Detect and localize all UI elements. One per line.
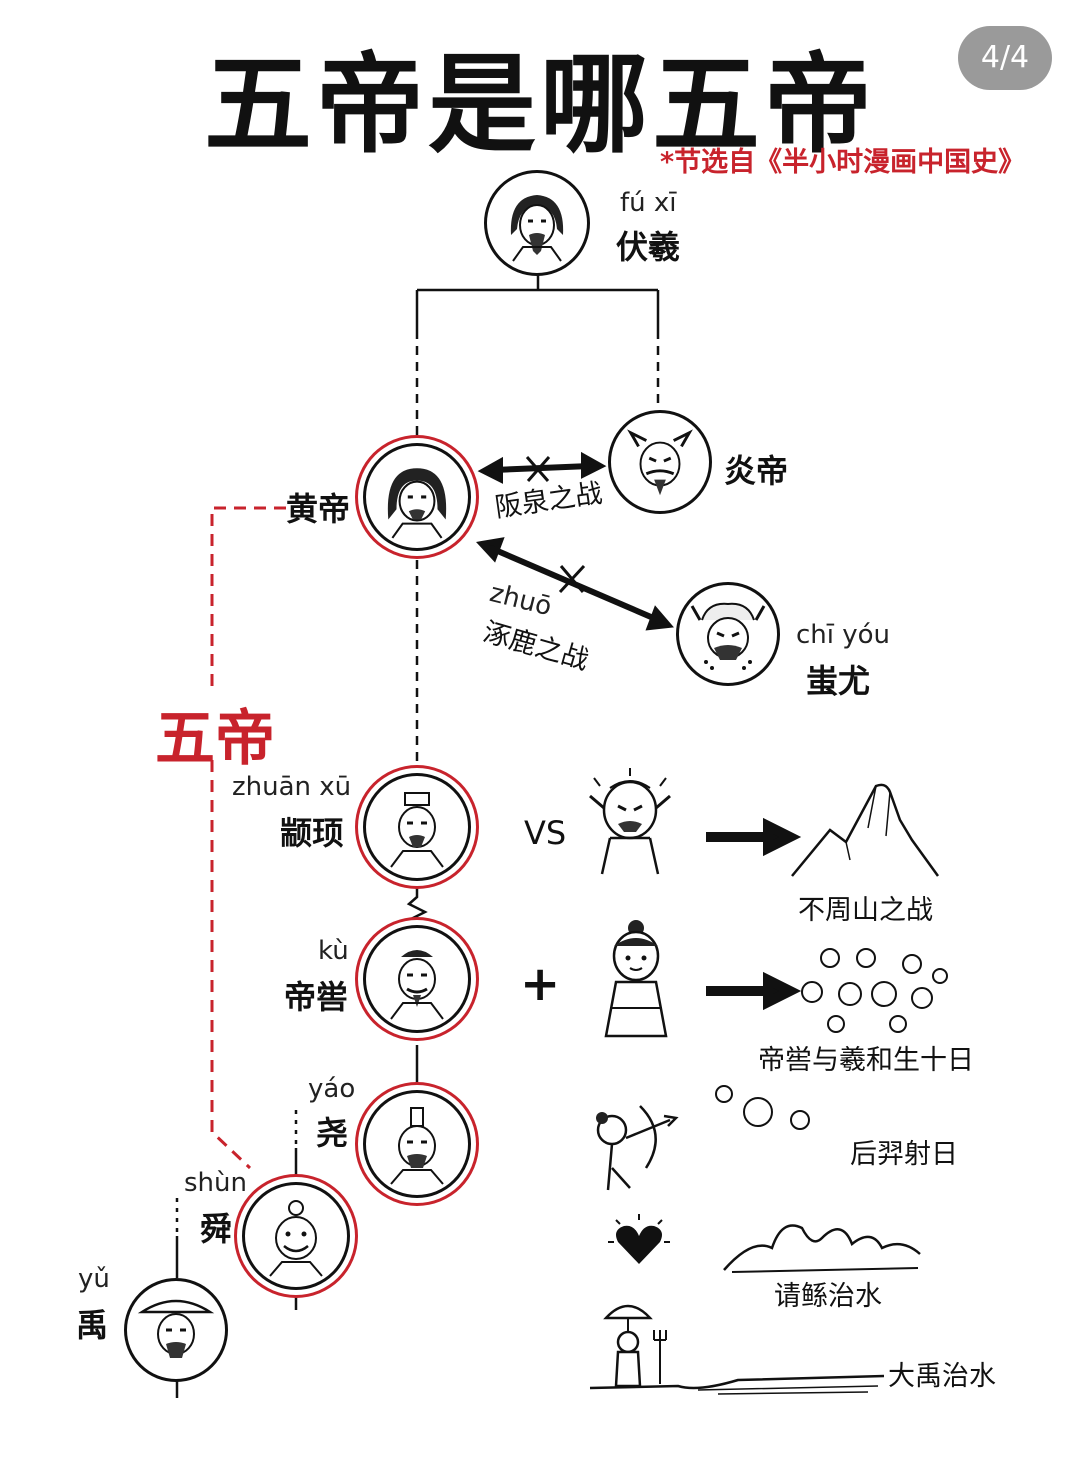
chiyou-face-icon — [690, 602, 766, 670]
ku-portrait — [363, 925, 471, 1033]
huangdi-portrait — [363, 443, 471, 551]
bow-icon — [596, 1105, 679, 1191]
chiyou-portrait — [676, 582, 780, 686]
chiyou-name: 蚩尤 — [806, 662, 871, 700]
sun-icon — [801, 948, 948, 1033]
xihe-figure-icon — [604, 920, 668, 1038]
yu-face-icon — [137, 1299, 215, 1358]
yao-pinyin: yáo — [308, 1074, 356, 1104]
huangdi-name: 黄帝 — [286, 490, 351, 528]
gonggong-figure-icon — [589, 768, 671, 875]
fuxi-portrait — [484, 170, 590, 276]
yu-name: 禹 — [76, 1306, 109, 1344]
yandi-name: 炎帝 — [724, 452, 789, 490]
shun-portrait — [242, 1182, 350, 1290]
ku-face-icon — [390, 950, 444, 1020]
plus-label: + — [520, 956, 561, 1012]
shun-face-icon — [269, 1200, 323, 1277]
yandi-portrait — [608, 410, 712, 514]
fuxi-name: 伏羲 — [616, 228, 681, 266]
yao-name: 尧 — [316, 1114, 349, 1152]
page-indicator: 4/4 — [958, 26, 1052, 90]
wave-icon — [723, 1224, 921, 1273]
ku-pinyin: kù — [318, 936, 349, 966]
yu-portrait — [124, 1278, 228, 1382]
page-title: 五帝是哪五帝 — [203, 43, 876, 168]
chiyou-pinyin: chī yóu — [796, 620, 891, 650]
ku-name: 帝喾 — [284, 978, 349, 1016]
crossed-swords-icon — [525, 456, 551, 482]
zhuanxu-face-icon — [390, 792, 444, 868]
yandi-face-icon — [627, 429, 693, 496]
five-emperors-label: 五帝 — [155, 704, 275, 774]
houyi-caption: 后羿射日 — [850, 1139, 958, 1170]
source-note: *节选自《半小时漫画中国史》 — [660, 147, 1026, 178]
sun-icon — [715, 1085, 810, 1130]
vs-label: VS — [524, 814, 567, 852]
shun-name: 舜 — [200, 1210, 233, 1248]
heart-icon — [608, 1214, 670, 1264]
shun-pinyin: shùn — [184, 1168, 247, 1198]
mountain-icon — [791, 783, 940, 877]
buzhou-battle-caption: 不周山之战 — [798, 895, 933, 926]
zhuanxu-pinyin: zhuān xū — [232, 772, 352, 802]
gun-flood-caption: 请鲧治水 — [774, 1281, 882, 1312]
fuxi-pinyin: fú xī — [620, 188, 677, 218]
yu-pinyin: yǔ — [78, 1264, 110, 1294]
banquan-battle-arrow — [477, 451, 607, 484]
zhuanxu-portrait — [363, 773, 471, 881]
umbrella-icon — [589, 1304, 885, 1395]
yao-face-icon — [390, 1107, 444, 1185]
yao-portrait — [363, 1090, 471, 1198]
huangdi-face-icon — [387, 468, 447, 539]
ten-suns-caption: 帝喾与羲和生十日 — [758, 1045, 974, 1076]
fuxi-face-icon — [510, 195, 564, 262]
dayu-flood-caption: 大禹治水 — [888, 1361, 996, 1392]
zhuanxu-name: 颛顼 — [280, 814, 345, 852]
